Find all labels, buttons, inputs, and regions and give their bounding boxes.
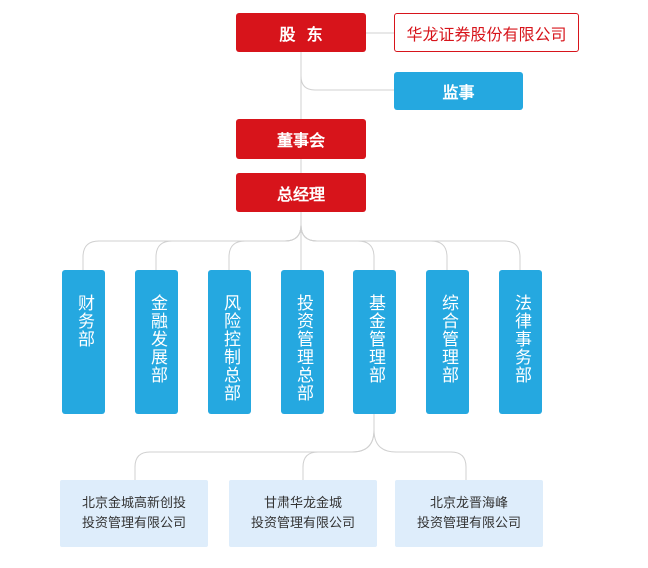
subsidiary-name-line1: 甘肃华龙金城 <box>263 495 342 511</box>
general-manager-node: 总经理 <box>236 173 366 212</box>
connector-dept-7 <box>300 224 521 270</box>
dept-risk-control-label: 风险控制总部 <box>220 294 240 402</box>
dept-general-administration-label: 综合管理部 <box>438 294 458 384</box>
shareholders-label: 股 东 <box>279 24 323 44</box>
parent-company-label: 华龙证券股份有限公司 <box>406 24 567 44</box>
supervisor-label: 监事 <box>442 83 475 102</box>
connector-sub-2 <box>302 429 375 480</box>
connector-sub-1 <box>134 429 375 480</box>
subsidiary-name-line2: 投资管理有限公司 <box>250 515 355 531</box>
dept-investment-management: 投资管理总部 <box>281 270 324 414</box>
subsidiary-beijing-longjin: 北京龙晋海峰 投资管理有限公司 <box>395 480 543 547</box>
dept-general-administration: 综合管理部 <box>426 270 469 414</box>
subsidiary-name-line1: 北京金城高新创投 <box>81 495 186 511</box>
parent-company-node: 华龙证券股份有限公司 <box>394 13 579 52</box>
dept-financial-development: 金融发展部 <box>135 270 178 414</box>
subsidiary-gansu-hualong: 甘肃华龙金城 投资管理有限公司 <box>229 480 377 547</box>
dept-legal-affairs-label: 法律事务部 <box>511 294 531 384</box>
board-node: 董事会 <box>236 119 366 159</box>
dept-finance-label: 财务部 <box>74 294 94 348</box>
dept-fund-management-label: 基金管理部 <box>365 294 385 384</box>
connector-supervisor <box>300 75 394 91</box>
subsidiary-name-line2: 投资管理有限公司 <box>416 515 521 531</box>
dept-finance: 财务部 <box>62 270 105 414</box>
subsidiary-name-line1: 北京龙晋海峰 <box>429 495 508 511</box>
shareholders-node: 股 东 <box>236 13 366 52</box>
connector-sub-3 <box>373 429 467 480</box>
board-label: 董事会 <box>276 131 325 150</box>
connector-dept-3 <box>228 224 302 270</box>
dept-risk-control: 风险控制总部 <box>208 270 251 414</box>
dept-legal-affairs: 法律事务部 <box>499 270 542 414</box>
dept-investment-management-label: 投资管理总部 <box>293 294 313 402</box>
dept-financial-development-label: 金融发展部 <box>147 294 167 384</box>
dept-fund-management: 基金管理部 <box>353 270 396 414</box>
supervisor-node: 监事 <box>394 72 523 110</box>
connector-dept-1 <box>82 224 302 270</box>
subsidiary-beijing-jincheng: 北京金城高新创投 投资管理有限公司 <box>60 480 208 547</box>
subsidiary-name-line2: 投资管理有限公司 <box>81 515 186 531</box>
connector-dept-5 <box>300 224 375 270</box>
general-manager-label: 总经理 <box>276 184 325 204</box>
